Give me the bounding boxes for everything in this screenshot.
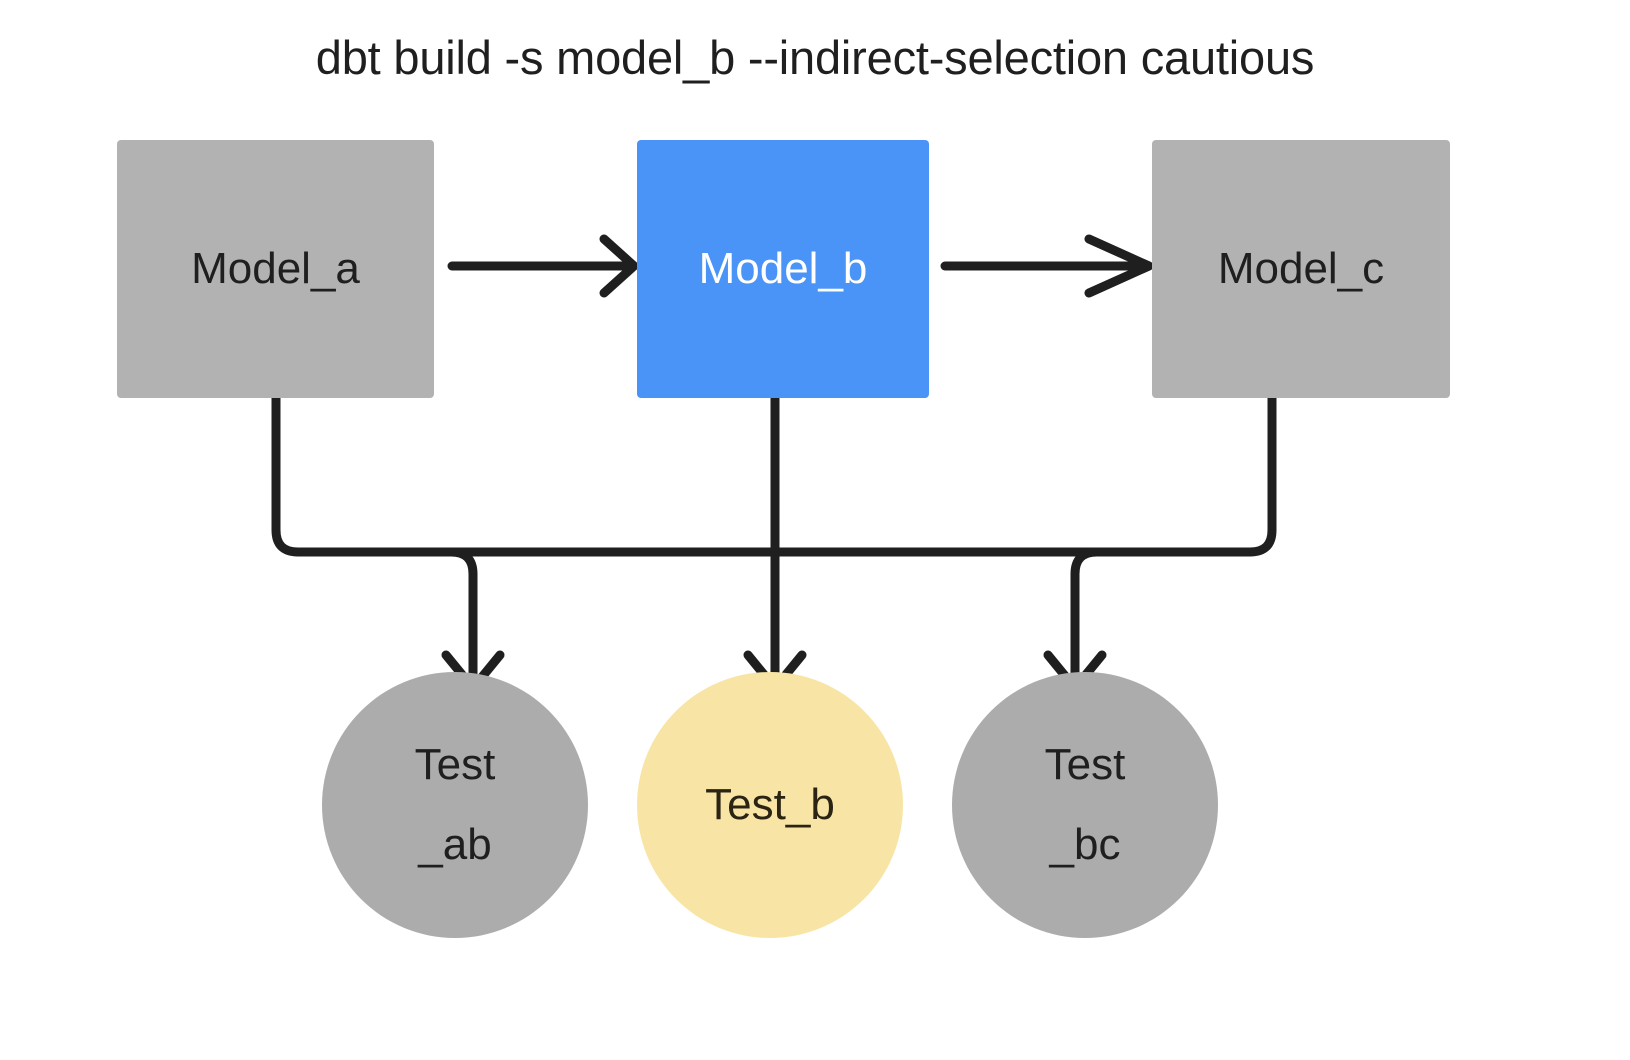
node-test-bc[interactable]: Test _bc	[952, 672, 1218, 938]
node-test-ab[interactable]: Test _ab	[322, 672, 588, 938]
node-test-bc-label-line1: Test	[1044, 740, 1126, 789]
node-model-c-label: Model_c	[1217, 244, 1385, 293]
node-model-c[interactable]: Model_c	[1152, 140, 1450, 398]
page-title: dbt build -s model_b --indirect-selectio…	[315, 31, 1315, 84]
edge-bus-to-test-ab	[446, 547, 478, 690]
edge-model-c-to-tests	[293, 393, 1277, 557]
node-model-a[interactable]: Model_a	[117, 140, 434, 398]
node-test-ab-label-line1: Test	[414, 740, 496, 789]
edge-model-a-to-tests	[271, 393, 1255, 557]
node-test-bc-label-line2: _bc	[1049, 820, 1121, 869]
arrowhead-model-b-to-model-c	[1084, 234, 1154, 298]
node-model-b[interactable]: Model_b	[637, 140, 929, 398]
node-test-b-label-line1: Test_b	[705, 780, 835, 829]
node-model-a-label: Model_a	[191, 244, 360, 293]
node-model-b-label: Model_b	[698, 244, 868, 293]
node-test-ab-label-line2: _ab	[418, 820, 492, 869]
arrowhead-model-a-to-model-b	[599, 234, 639, 298]
edge-bus-to-test-bc	[1070, 547, 1102, 690]
node-test-b[interactable]: Test_b	[637, 672, 903, 938]
